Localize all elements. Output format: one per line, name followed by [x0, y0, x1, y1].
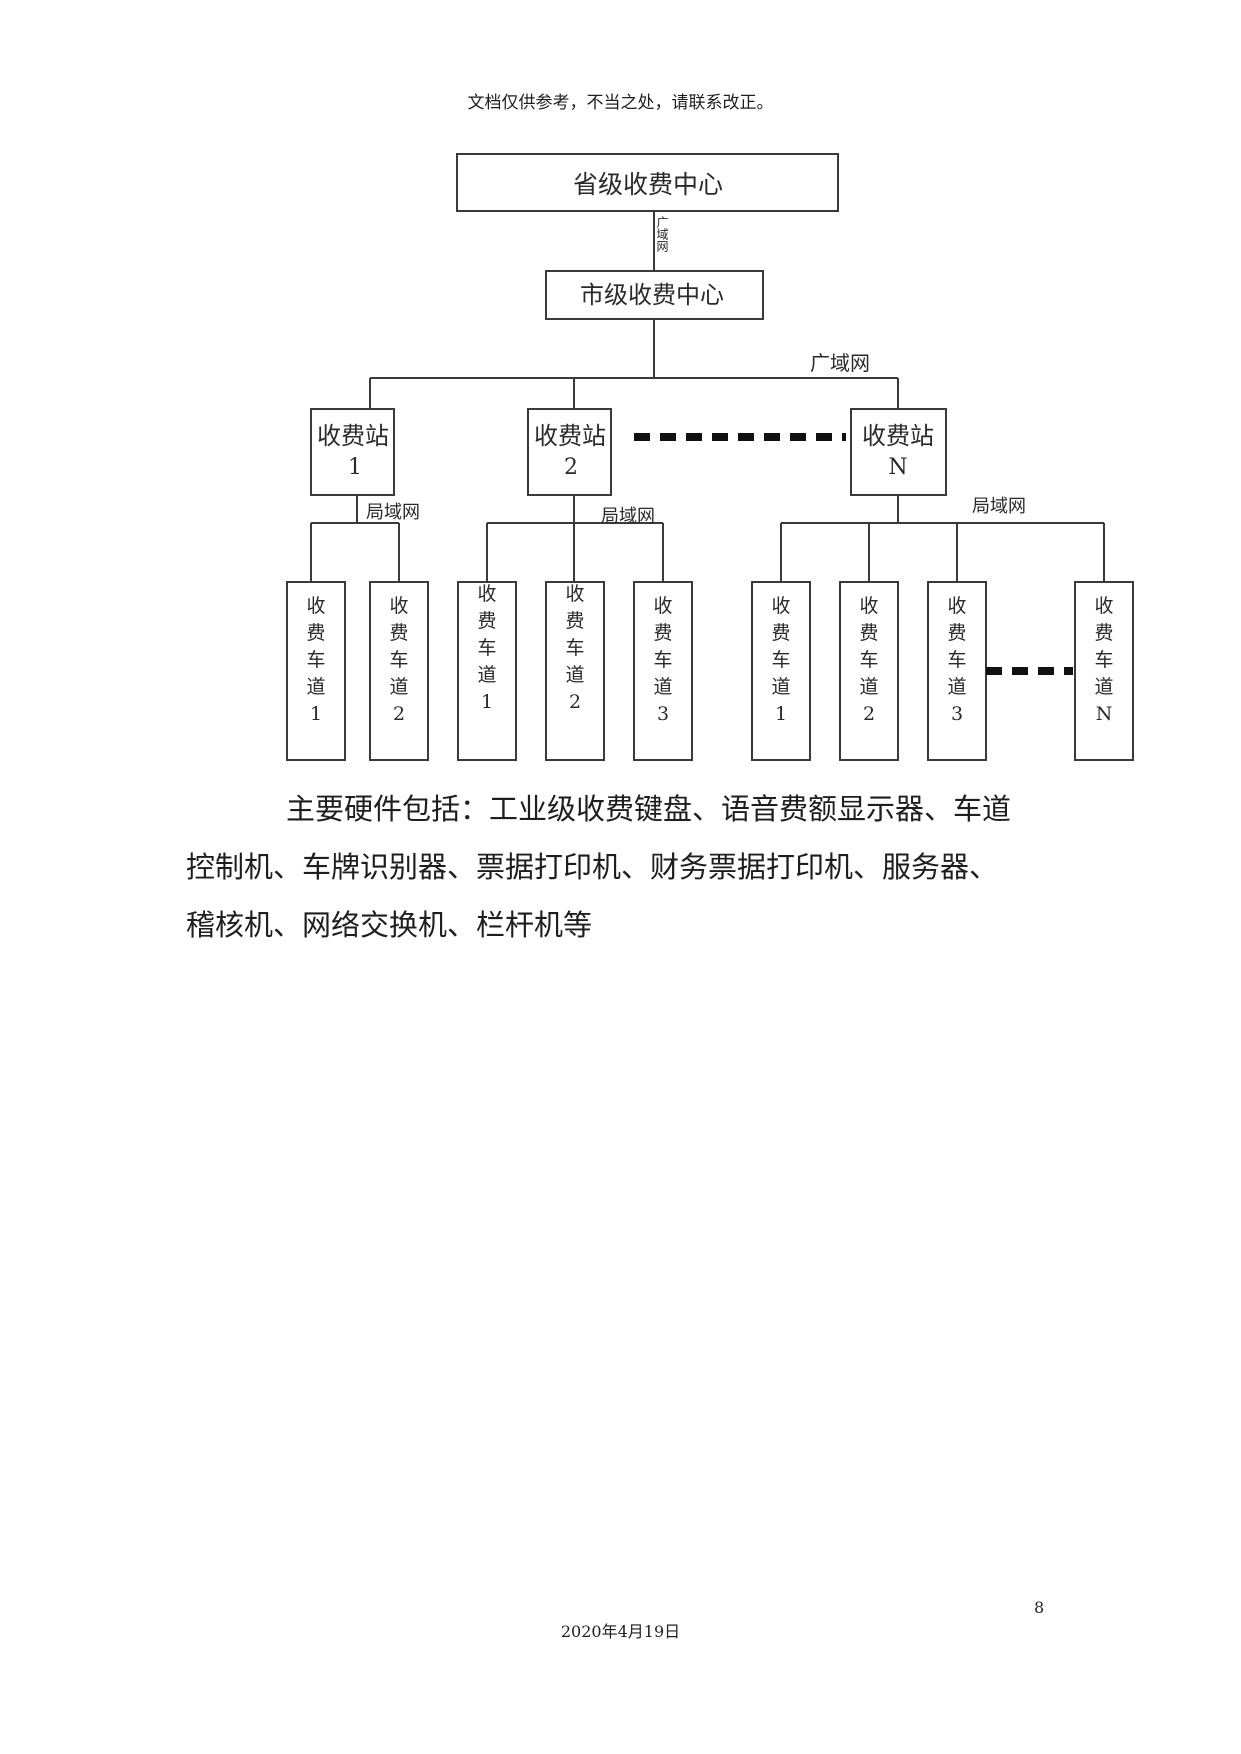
- station-box-2: [527, 408, 612, 496]
- lane-label-char: 车: [771, 649, 790, 671]
- lane-label-char: 道: [306, 676, 325, 698]
- lane-label-char: 收: [859, 595, 878, 617]
- lane-number: 3: [951, 703, 963, 725]
- lane-label-char: 收: [565, 583, 584, 605]
- page-header-note: 文档仅供参考，不当之处，请联系改正。: [467, 93, 774, 113]
- lane-label-char: 费: [653, 622, 672, 644]
- lane-label-char: 费: [859, 622, 878, 644]
- lan-label: 局域网: [366, 502, 420, 523]
- page-number: 8: [1034, 1598, 1045, 1617]
- province-center-box: [456, 153, 839, 212]
- lane-label-char: 道: [947, 676, 966, 698]
- lane-number: 1: [310, 703, 322, 725]
- lane-label-char: 道: [477, 664, 496, 686]
- lane-label-char: 费: [389, 622, 408, 644]
- lane-number: 2: [393, 703, 405, 725]
- lane-label-char: 车: [859, 649, 878, 671]
- toll-network-diagram: 省级收费中心 市级收费中心 广域网 广域网 收费站 1 收费站 2 收费站 N …: [286, 153, 1134, 761]
- lane-box-s2-1: [457, 581, 517, 761]
- station-number: 2: [564, 455, 578, 480]
- lane-box-s2-2: [545, 581, 605, 761]
- lane-label-char: 车: [565, 637, 584, 659]
- lane-number: 2: [863, 703, 875, 725]
- station-number: 1: [348, 455, 362, 480]
- wan-vertical-label: 广域网: [655, 216, 669, 252]
- station-name: 收费站: [317, 422, 389, 450]
- lane-label-char: 费: [771, 622, 790, 644]
- paragraph-line: 稽核机、网络交换机、栏杆机等: [186, 908, 593, 942]
- station-name: 收费站: [862, 422, 934, 450]
- lane-box-s1-2: [369, 581, 429, 761]
- lane-label-char: 车: [389, 649, 408, 671]
- lane-label-char: 费: [1094, 622, 1113, 644]
- lane-number: 1: [481, 691, 493, 713]
- lane-box-sn-2: [839, 581, 899, 761]
- province-center-label: 省级收费中心: [573, 170, 723, 199]
- paragraph-line: 控制机、车牌识别器、票据打印机、财务票据打印机、服务器、: [186, 850, 999, 884]
- lane-label-char: 费: [306, 622, 325, 644]
- lane-label-char: 收: [771, 595, 790, 617]
- lane-number: 3: [657, 703, 669, 725]
- lane-box-sn-n: [1074, 581, 1134, 761]
- lane-label-char: 费: [477, 610, 496, 632]
- lane-box-sn-1: [751, 581, 811, 761]
- lane-label-char: 车: [1094, 649, 1113, 671]
- lane-label-char: 车: [653, 649, 672, 671]
- lane-label-char: 车: [947, 649, 966, 671]
- lane-label-char: 收: [306, 595, 325, 617]
- paragraph-line: 主要硬件包括：工业级收费键盘、语音费额显示器、车道: [286, 792, 1012, 826]
- station-box-1: [310, 408, 395, 496]
- lane-number: 1: [775, 703, 787, 725]
- station-number: N: [888, 455, 907, 480]
- city-center-label: 市级收费中心: [580, 281, 724, 309]
- lane-label-char: 道: [771, 676, 790, 698]
- lane-label-char: 费: [947, 622, 966, 644]
- lane-label-char: 道: [859, 676, 878, 698]
- lane-label-char: 道: [1094, 676, 1113, 698]
- lane-number: N: [1096, 703, 1113, 725]
- lane-label-char: 车: [477, 637, 496, 659]
- lane-box-s1-1: [286, 581, 346, 761]
- hardware-paragraph: 主要硬件包括：工业级收费键盘、语音费额显示器、车道 控制机、车牌识别器、票据打印…: [186, 780, 1066, 954]
- lane-number: 2: [569, 691, 581, 713]
- lane-label-char: 车: [306, 649, 325, 671]
- lane-label-char: 收: [653, 595, 672, 617]
- lan-label: 局域网: [972, 496, 1026, 517]
- lane-label-char: 道: [389, 676, 408, 698]
- lane-label-char: 道: [653, 676, 672, 698]
- lane-label-char: 费: [565, 610, 584, 632]
- lane-label-char: 收: [1094, 595, 1113, 617]
- lane-label-char: 收: [389, 595, 408, 617]
- footer-date: 2020年4月19日: [560, 1622, 681, 1641]
- connector-lines: [310, 211, 1105, 582]
- lane-label-char: 收: [477, 583, 496, 605]
- wan-label: 广域网: [810, 351, 870, 375]
- lane-label-char: 道: [565, 664, 584, 686]
- lan-label: 局域网: [601, 506, 655, 527]
- station-name: 收费站: [534, 422, 606, 450]
- lane-label-char: 收: [947, 595, 966, 617]
